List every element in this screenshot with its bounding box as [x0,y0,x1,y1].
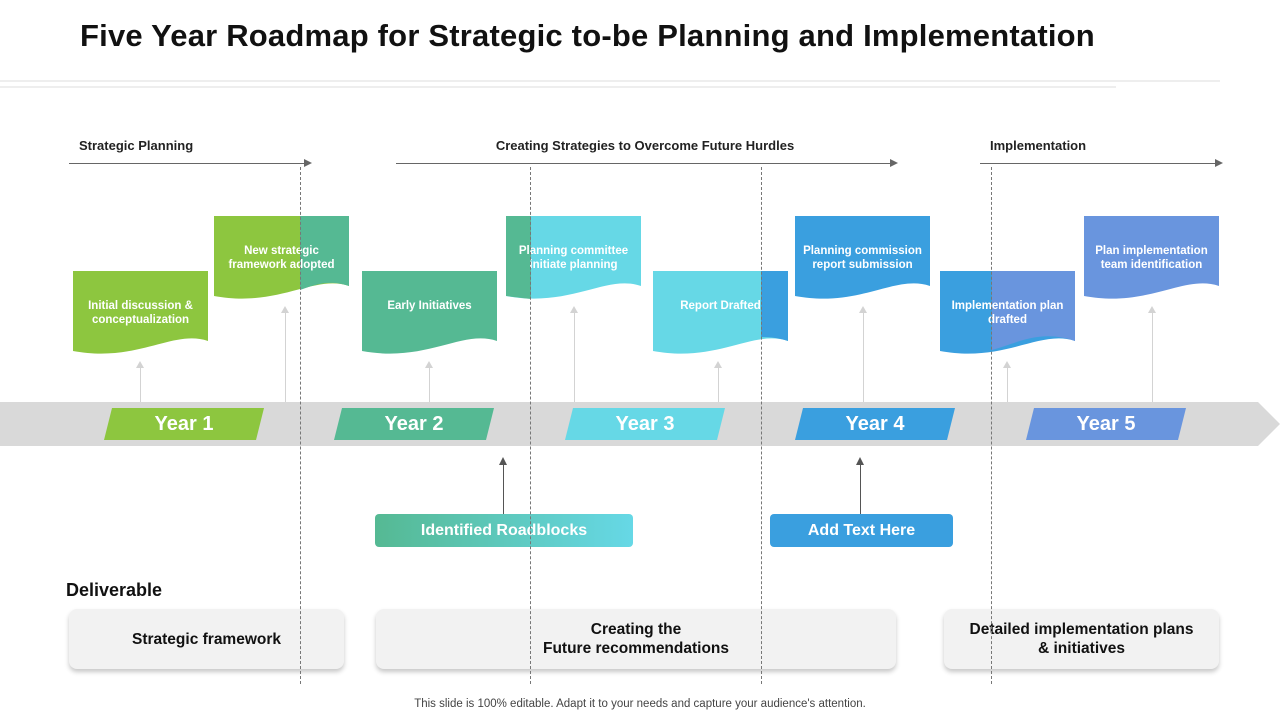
milestone-text-7: Implementation plan drafted [951,300,1064,326]
milestone-3-connector [425,361,433,402]
deliverable-card-future-recommendations: Creating the Future recommendations [376,609,896,669]
milestone-8-connector [1148,306,1156,402]
year-5-label: Year 5 [1076,413,1136,435]
phase-label-creating-strategies: Creating Strategies to Overcome Future H… [495,138,795,153]
milestone-text-2: New strategic framework adopted [228,245,335,271]
milestone-flag-2: New strategic framework adopted [214,216,349,301]
milestone-text-6: Planning commission report submission [803,245,922,271]
year-divider-4 [991,167,992,684]
milestone-flag-5: Report Drafted [653,271,788,356]
year-3-label: Year 3 [615,413,675,435]
deliverable-card-strategic-framework: Strategic framework [69,609,344,669]
milestone-text-4: Planning committee initiate planning [518,245,629,271]
roadblock-2-connector [856,457,864,514]
milestone-flag-8: Plan implementation team identification [1084,216,1219,301]
identified-roadblocks-pill: Identified Roadblocks [375,514,633,547]
year-1-label: Year 1 [154,413,214,435]
flag-shape [506,216,641,299]
flag-shape [214,216,349,299]
phase-arrow-3 [980,159,1223,167]
milestone-5-connector [714,361,722,402]
milestone-flag-4: Planning committee initiate planning [506,216,641,301]
year-2-label: Year 2 [384,413,444,435]
milestone-1-connector [136,361,144,402]
roadblock-1-connector [499,457,507,514]
milestone-flag-1: Initial discussion & conceptualization [73,271,208,356]
flag-shape [795,216,930,299]
flag-shape [362,271,497,354]
timeline-arrow-tip [1258,402,1280,446]
add-text-pill: Add Text Here [770,514,953,547]
milestone-text-5: Report Drafted [680,300,761,312]
milestone-flag-3: Early Initiatives [362,271,497,356]
header-divider-top [0,80,1220,82]
milestone-2-connector [281,306,289,402]
deliverable-card-implementation-plans: Detailed implementation plans & initiati… [944,609,1219,669]
year-divider-3 [761,167,762,684]
milestone-text-3: Early Initiatives [387,300,472,312]
milestone-4-connector [570,306,578,402]
phase-label-implementation: Implementation [990,138,1087,153]
milestone-text-8: Plan implementation team identification [1095,245,1208,271]
flag-shape [653,271,788,354]
year-divider-1 [300,167,301,684]
deliverable-heading: Deliverable [66,580,163,600]
milestone-text-1: Initial discussion & conceptualization [88,300,193,326]
year-divider-2 [530,167,531,684]
header-divider-bottom [0,86,1116,88]
page-title: Five Year Roadmap for Strategic to-be Pl… [80,18,1095,53]
milestone-7-connector [1003,361,1011,402]
milestone-flag-6: Planning commission report submission [795,216,930,301]
milestone-flag-7: Implementation plan drafted [940,271,1075,356]
year-4-label: Year 4 [845,413,905,435]
flag-shape [940,271,1075,354]
milestone-6-connector [859,306,867,402]
phase-label-strategic-planning: Strategic Planning [79,138,194,153]
phase-arrow-2 [396,159,898,167]
flag-shape [1084,216,1219,299]
flag-shape [73,271,208,354]
phase-arrow-1 [69,159,312,167]
footer-note: This slide is 100% editable. Adapt it to… [414,698,866,710]
